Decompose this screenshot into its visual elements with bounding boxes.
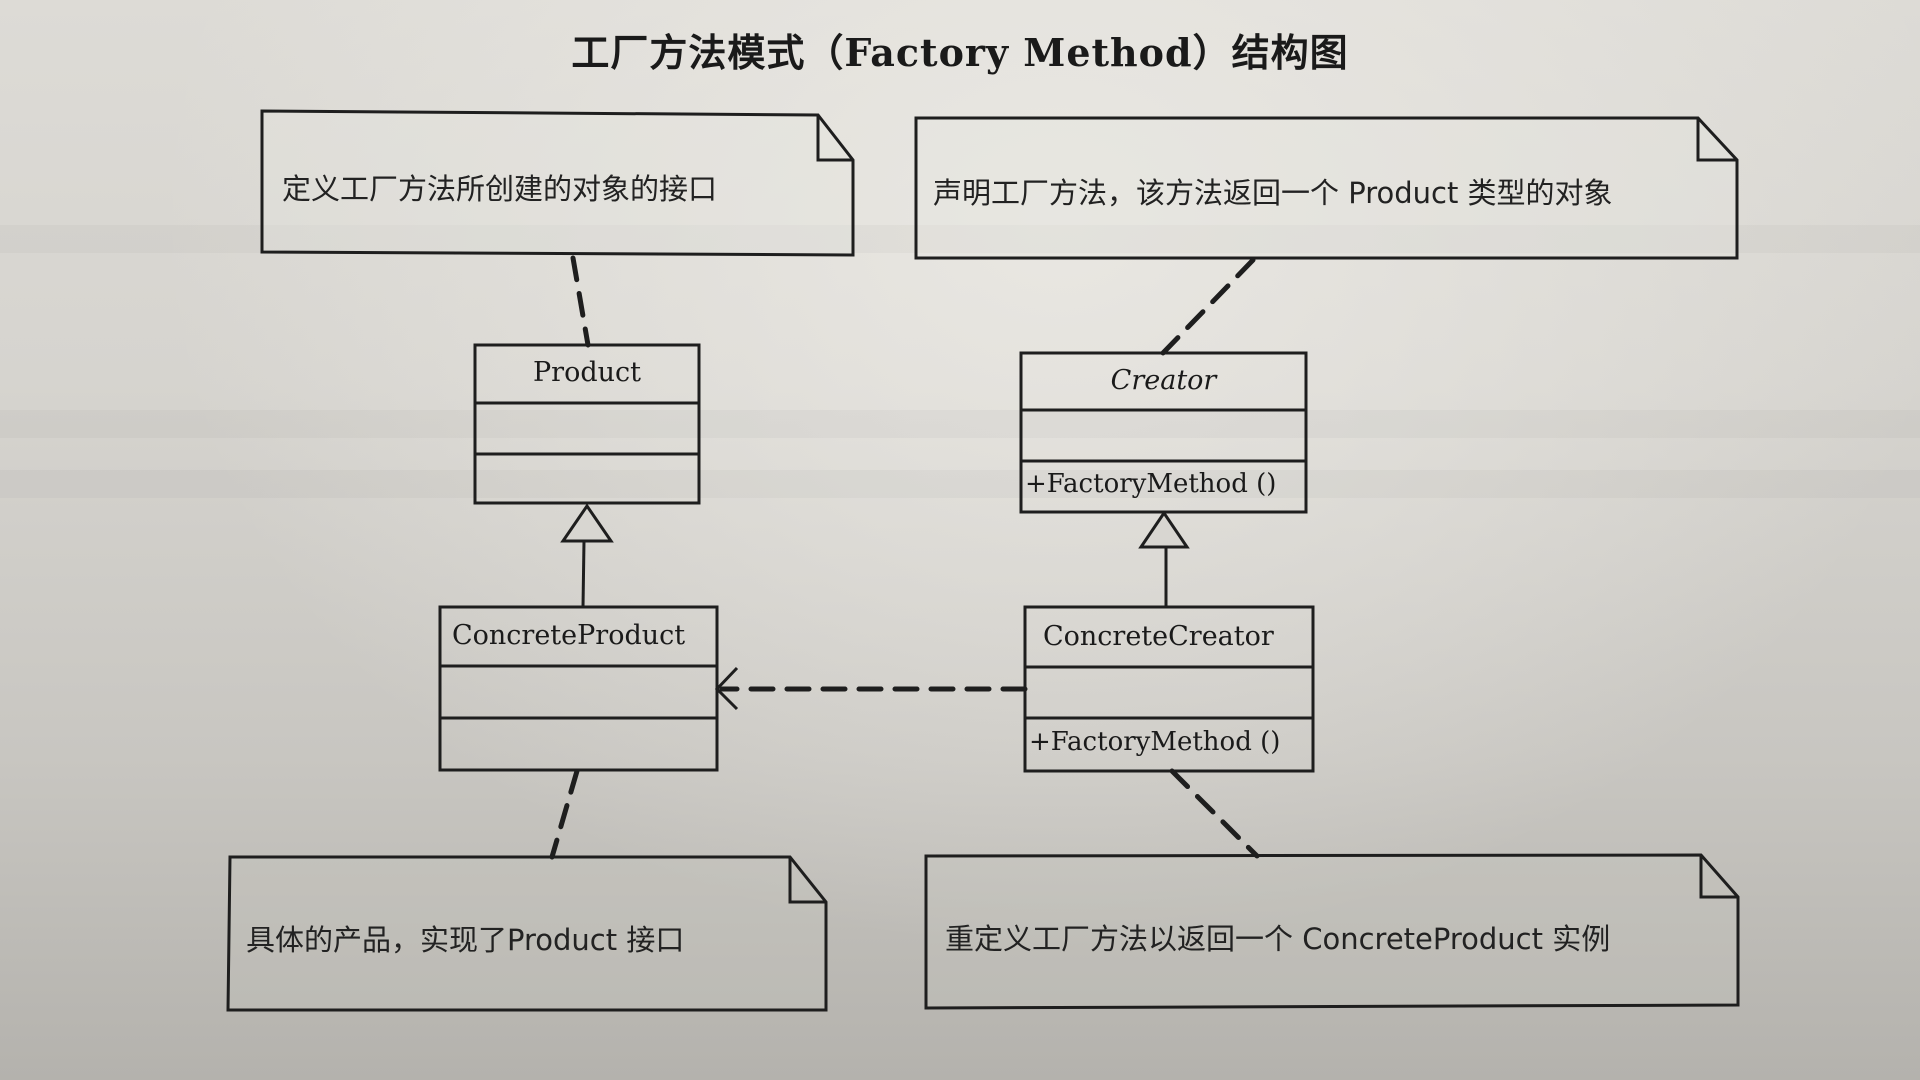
note-concrete-creator-shape xyxy=(924,853,1740,1010)
note-anchor-product xyxy=(570,255,591,348)
note-concrete-product-text: 具体的产品，实现了Product 接口 xyxy=(246,923,685,957)
class-product-name: Product xyxy=(533,357,641,388)
diagram-title: 工厂方法模式（Factory Method）结构图 xyxy=(571,30,1349,75)
class-concrete-product-name: ConcreteProduct xyxy=(452,620,686,651)
note-anchor-creator xyxy=(1160,257,1256,356)
note-anchor-concrete-creator xyxy=(1169,768,1260,859)
note-concrete-product-shape xyxy=(226,855,828,1012)
note-product-shape xyxy=(260,109,855,257)
note-concrete-creator-text: 重定义工厂方法以返回一个 ConcreteProduct 实例 xyxy=(945,922,1611,956)
note-creator-shape xyxy=(914,116,1739,260)
generalization-arrow-creator xyxy=(1138,510,1190,607)
note-creator-text: 声明工厂方法，该方法返回一个 Product 类型的对象 xyxy=(933,176,1613,210)
note-anchor-concrete-product xyxy=(549,768,580,860)
dependency-arrowhead xyxy=(714,666,739,711)
class-creator-operation: +FactoryMethod () xyxy=(1025,469,1277,499)
class-concrete-creator-operation: +FactoryMethod () xyxy=(1029,727,1281,757)
note-product-text: 定义工厂方法所创建的对象的接口 xyxy=(282,172,718,206)
class-creator-name: Creator xyxy=(1110,365,1217,396)
class-concrete-creator-name: ConcreteCreator xyxy=(1043,621,1274,652)
generalization-arrow-product xyxy=(560,503,614,608)
